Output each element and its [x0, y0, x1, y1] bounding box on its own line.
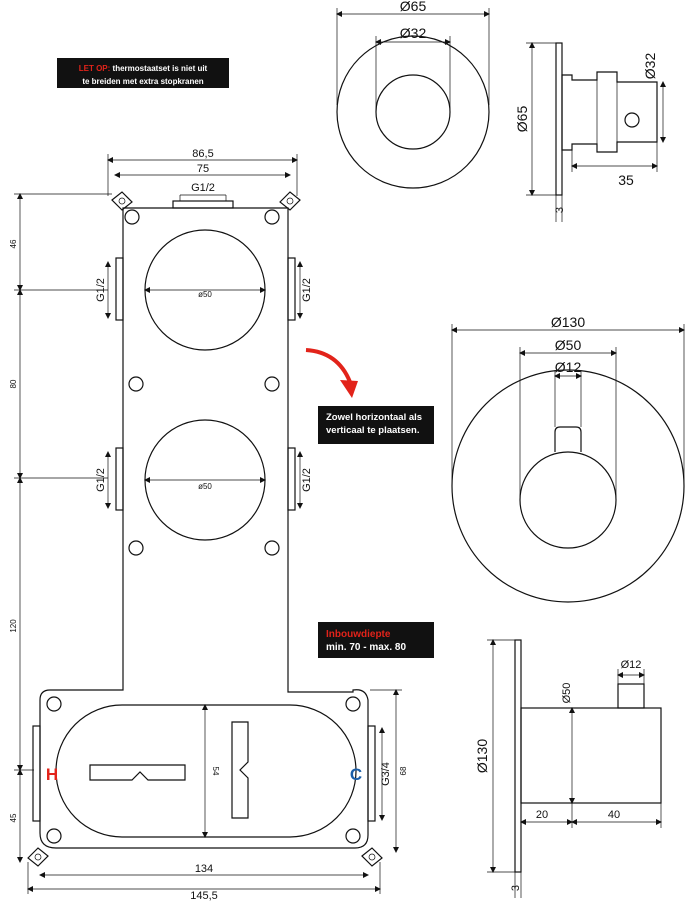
large-side-outer-label: Ø130 — [474, 739, 490, 773]
top-thread-label: G1/2 — [191, 182, 215, 194]
large-rosette-stem — [554, 426, 582, 452]
small-rosette-side: Ø65 Ø32 35 3 — [514, 42, 666, 222]
orientation-line2: verticaal te plaatsen. — [326, 425, 420, 436]
cold-label: C — [350, 765, 362, 784]
small-side-body — [561, 71, 658, 153]
orientation-note: Zowel horizontaal als verticaal te plaat… — [318, 406, 434, 444]
mount-hole — [124, 209, 140, 225]
lower-opening-label: ø50 — [198, 482, 212, 491]
base-stadium — [55, 704, 357, 838]
let-op-note: LET OP: thermostaatset is niet uit te br… — [57, 58, 229, 88]
base-height-label: 68 — [399, 766, 408, 775]
large-depth-b-label: 40 — [608, 809, 620, 821]
small-rosette-outer — [336, 35, 490, 189]
large-plate-label: 3 — [510, 885, 522, 891]
large-side-plate — [514, 639, 522, 873]
mount-hole — [264, 540, 280, 556]
large-side-stem-label: Ø12 — [621, 659, 642, 671]
hot-stub — [32, 725, 41, 822]
large-rosette-outer — [451, 369, 685, 603]
box-dimensions: 86,5 75 46 80 120 45 68 134 145,5 — [9, 148, 408, 902]
right-upper-stub — [287, 257, 296, 321]
bottom-left-lug — [27, 847, 49, 867]
large-rosette-front: Ø130 Ø50 Ø12 — [451, 314, 685, 603]
large-rosette-knob — [519, 451, 617, 549]
width-inner-label: 75 — [197, 163, 209, 175]
rotate-arrow-icon — [305, 348, 358, 398]
small-plate-label: 3 — [554, 207, 566, 213]
right-upper-thread: G1/2 — [301, 278, 313, 302]
mount-hole — [128, 376, 144, 392]
mount-hole — [264, 376, 280, 392]
small-side-knob-label: Ø32 — [642, 53, 658, 80]
top-right-lug — [279, 191, 301, 211]
small-rosette-knob — [375, 74, 451, 150]
left-lower-thread: G1/2 — [95, 468, 107, 492]
left-lower-stub — [115, 447, 124, 511]
depth-note: Inbouwdiepte min. 70 - max. 80 — [318, 622, 434, 658]
small-side-screw — [624, 112, 640, 128]
horizontal-slot — [89, 764, 186, 781]
vertical-slot — [231, 721, 249, 819]
depth-label: Inbouwdiepte — [326, 629, 391, 640]
height-top-label: 46 — [9, 239, 18, 248]
box-outline — [39, 207, 369, 849]
mount-hole — [46, 828, 62, 844]
mounting-box: G1/2 ø50 ø50 G1/2 G1/2 G1/2 — [27, 182, 392, 867]
let-op-text: thermostaatset is niet uit — [110, 64, 208, 73]
height-bottom-label: 45 — [9, 813, 18, 822]
inner-height-label: 54 — [211, 767, 220, 776]
large-side-body — [520, 707, 662, 804]
outlet-thread-label: G3/4 — [380, 762, 392, 786]
right-lower-thread: G1/2 — [301, 468, 313, 492]
let-op-label: LET OP: — [78, 64, 111, 73]
right-lower-stub — [287, 447, 296, 511]
mount-hole — [128, 540, 144, 556]
bottom-right-lug — [361, 847, 383, 867]
small-depth-label: 35 — [618, 172, 634, 188]
mount-hole — [46, 696, 62, 712]
orientation-line1: Zowel horizontaal als — [326, 412, 423, 423]
base-width-label: 134 — [195, 863, 213, 875]
hot-label: H — [46, 765, 58, 784]
base-width-outer-label: 145,5 — [190, 890, 218, 902]
upper-opening-label: ø50 — [198, 290, 212, 299]
large-rosette-side: Ø130 Ø50 Ø12 20 40 3 — [474, 639, 662, 898]
mount-hole — [264, 209, 280, 225]
left-upper-stub — [115, 257, 124, 321]
large-mid-label: Ø50 — [555, 337, 582, 353]
large-depth-a-label: 20 — [536, 809, 548, 821]
depth-value: min. 70 - max. 80 — [326, 642, 407, 653]
small-side-plate — [555, 42, 563, 196]
mount-hole — [345, 828, 361, 844]
top-thread-stub — [172, 200, 234, 209]
small-inner-label: Ø32 — [400, 25, 427, 41]
let-op-text2: te breiden met extra stopkranen — [82, 77, 204, 86]
small-rosette-front: Ø65 Ø32 — [336, 0, 490, 189]
large-outer-label: Ø130 — [551, 314, 585, 330]
height-mid-label: 80 — [9, 379, 18, 388]
large-side-knob-label: Ø50 — [561, 683, 573, 704]
cold-stub — [367, 725, 376, 822]
large-side-stem — [617, 683, 645, 709]
mount-hole — [345, 696, 361, 712]
height-long-label: 120 — [9, 619, 18, 633]
large-stem-label: Ø12 — [555, 359, 582, 375]
small-side-outer-label: Ø65 — [514, 106, 530, 133]
width-outer-label: 86,5 — [192, 148, 213, 160]
small-outer-label: Ø65 — [400, 0, 427, 14]
top-left-lug — [111, 191, 133, 211]
